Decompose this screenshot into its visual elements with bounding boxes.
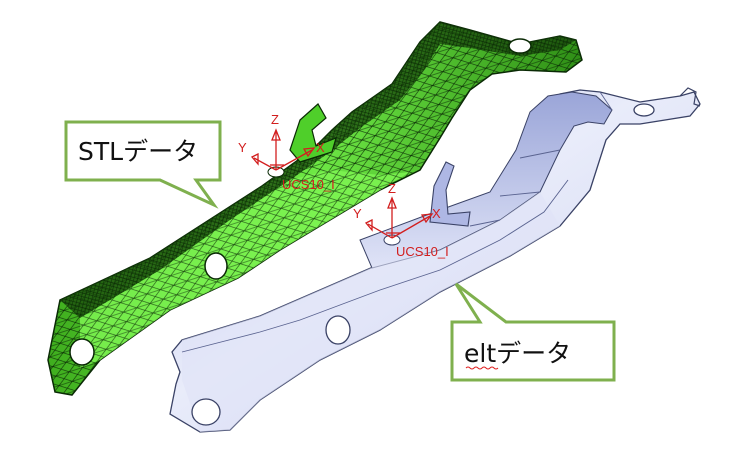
stl-callout: STLデータ	[64, 120, 222, 209]
elt-axis-z-label: Z	[388, 181, 396, 196]
stl-callout-label: STLデータ	[78, 137, 198, 166]
elt-axis-y-label: Y	[353, 206, 362, 221]
elt-callout: eltデータ	[450, 282, 616, 382]
stl-hook-tab	[289, 103, 337, 163]
elt-axis-x-label: X	[432, 206, 441, 221]
stl-hole-top	[508, 38, 532, 54]
stl-axis-y-label: Y	[238, 140, 247, 155]
elt-hole-middle	[325, 315, 351, 345]
stl-axis-x-label: X	[316, 140, 325, 155]
elt-solid-model	[169, 87, 701, 433]
elt-hole-end	[191, 398, 221, 426]
elt-lower-face	[182, 192, 560, 432]
elt-callout-label: eltデータ	[464, 339, 571, 368]
stl-mesh-model	[47, 21, 583, 396]
stl-axis-z-label: Z	[271, 112, 279, 127]
stl-hole-end	[69, 338, 95, 366]
spellcheck-underline	[465, 366, 499, 370]
elt-hook-tab	[429, 161, 471, 227]
elt-axis-triad	[364, 196, 434, 239]
elt-end-hook	[679, 87, 701, 107]
elt-ucs-label: UCS10_I	[396, 244, 449, 259]
stl-axis-triad	[250, 128, 316, 171]
elt-hole-top	[633, 103, 655, 117]
stl-ucs-label: UCS10_I	[282, 177, 335, 192]
stl-hole-middle	[204, 252, 228, 280]
